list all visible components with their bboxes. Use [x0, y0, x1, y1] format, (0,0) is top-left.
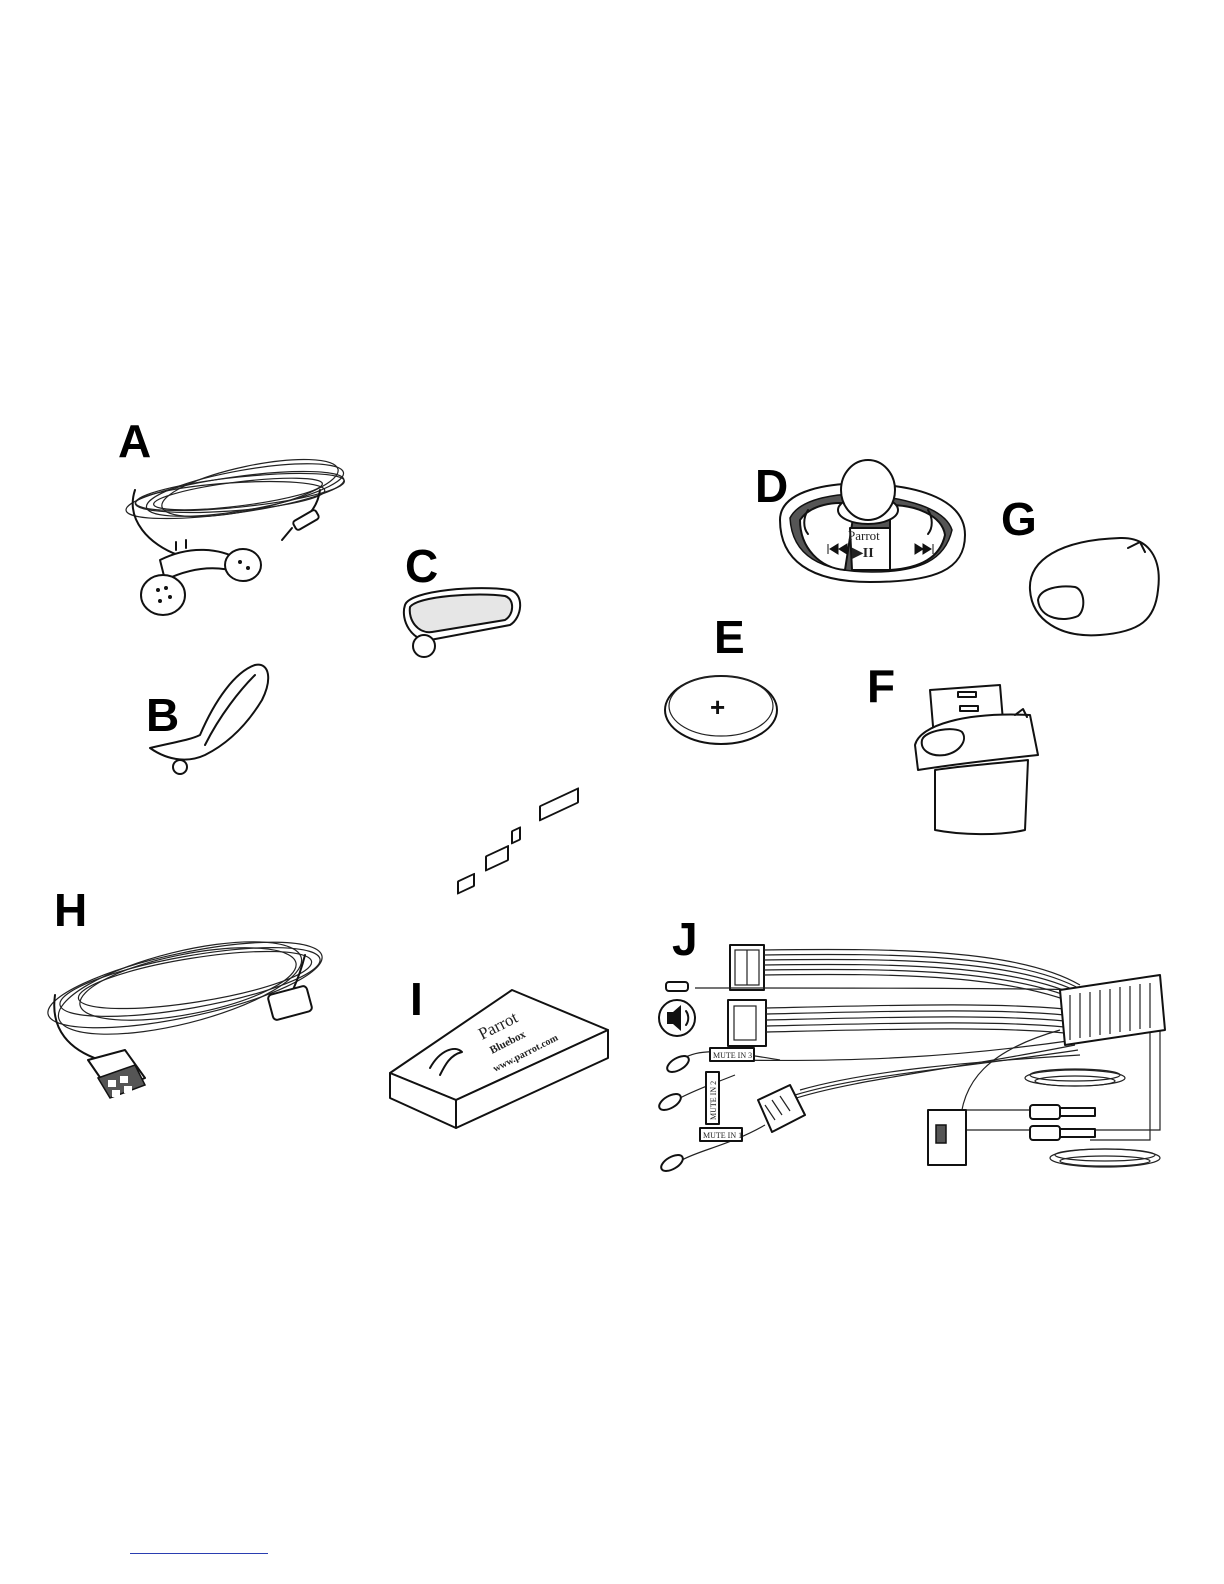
label-j: J	[672, 913, 698, 965]
label-h: H	[54, 884, 87, 936]
angled-connector	[758, 1085, 805, 1132]
label-a: A	[118, 415, 151, 467]
lead-top	[666, 982, 688, 991]
mute-lead-3: MUTE IN 3	[665, 1048, 780, 1075]
microphone-cable-coil	[124, 448, 347, 555]
label-b: B	[146, 689, 179, 741]
label-d: D	[755, 460, 788, 512]
main-multi-connector	[1060, 975, 1165, 1045]
mute-in-3-label: MUTE IN 3	[713, 1051, 752, 1060]
mute-lead-2: MUTE IN 2	[657, 1072, 735, 1124]
label-f: F	[867, 660, 895, 712]
label-c: C	[405, 540, 438, 592]
item-f-strap-holder: F	[867, 660, 1038, 834]
bluebox-ports	[458, 788, 578, 893]
antenna-coil-bottom	[1050, 1149, 1160, 1167]
item-j-wiring-harness: J	[657, 913, 1165, 1174]
label-g: G	[1001, 493, 1037, 545]
item-i-bluebox: I Parrot Bluebox www.parrot.com	[390, 788, 608, 1128]
mute-in-1-label: MUTE IN 1	[703, 1131, 742, 1140]
item-c-adhesive-pad: C	[404, 540, 520, 657]
item-h-cable: H	[41, 884, 328, 1098]
rca-plugs	[1030, 1105, 1095, 1140]
speaker-icon	[659, 1000, 695, 1036]
jack-plug	[282, 509, 320, 540]
label-e: E	[714, 611, 745, 663]
iso-connector-bottom	[728, 1000, 766, 1046]
iso-connector-top	[730, 945, 764, 990]
mute-in-2-label: MUTE IN 2	[709, 1081, 718, 1120]
item-g-cover: G	[1001, 493, 1159, 635]
h-connector	[88, 1050, 145, 1098]
remote-play-pause-button: ▶II	[851, 546, 874, 561]
item-e-battery: E +	[665, 611, 777, 744]
antenna-coil-top	[1025, 1069, 1125, 1086]
footer-rule	[130, 1553, 268, 1554]
small-connector-box	[928, 1110, 966, 1165]
microphone-head	[141, 540, 261, 615]
mute-lead-1: MUTE IN 1	[659, 1125, 765, 1174]
label-i: I	[410, 973, 423, 1025]
item-b-clip: B	[146, 665, 268, 774]
item-a-microphone: A	[118, 415, 347, 615]
remote-brand: Parrot	[848, 528, 880, 543]
item-d-remote-control: D Parrot ▶II	[755, 460, 965, 582]
battery-plus-sign: +	[710, 692, 725, 722]
